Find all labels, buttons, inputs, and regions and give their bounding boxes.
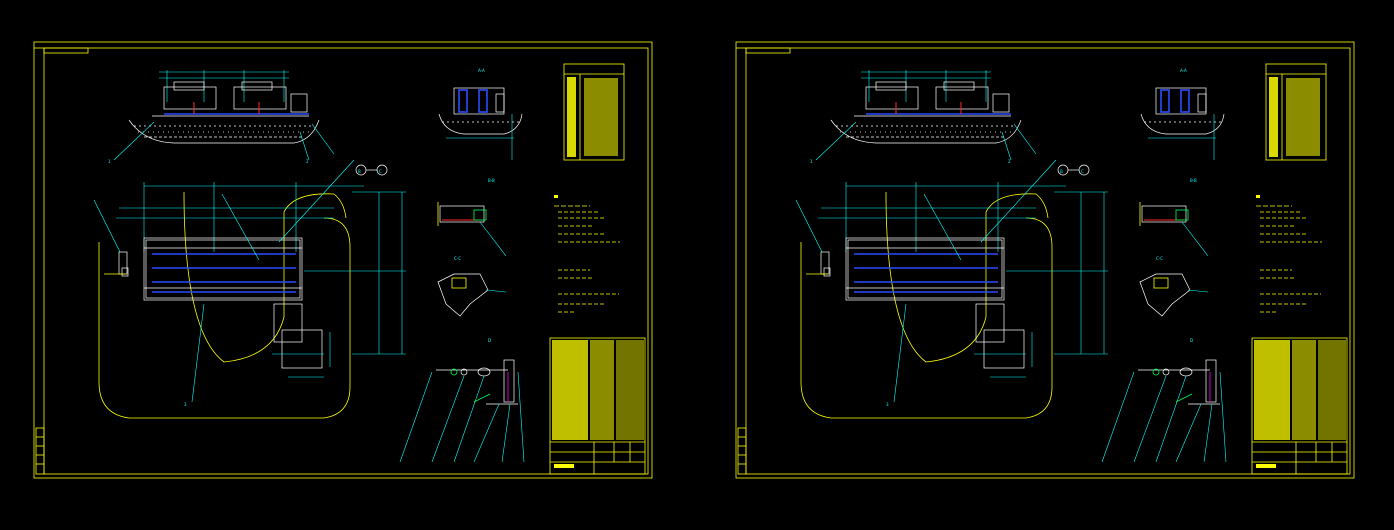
- callout-b-left: B: [358, 169, 361, 174]
- callout-b-right: B: [1060, 169, 1063, 174]
- callout-c-right: C: [1081, 169, 1084, 174]
- callout-c-left: C: [379, 169, 382, 174]
